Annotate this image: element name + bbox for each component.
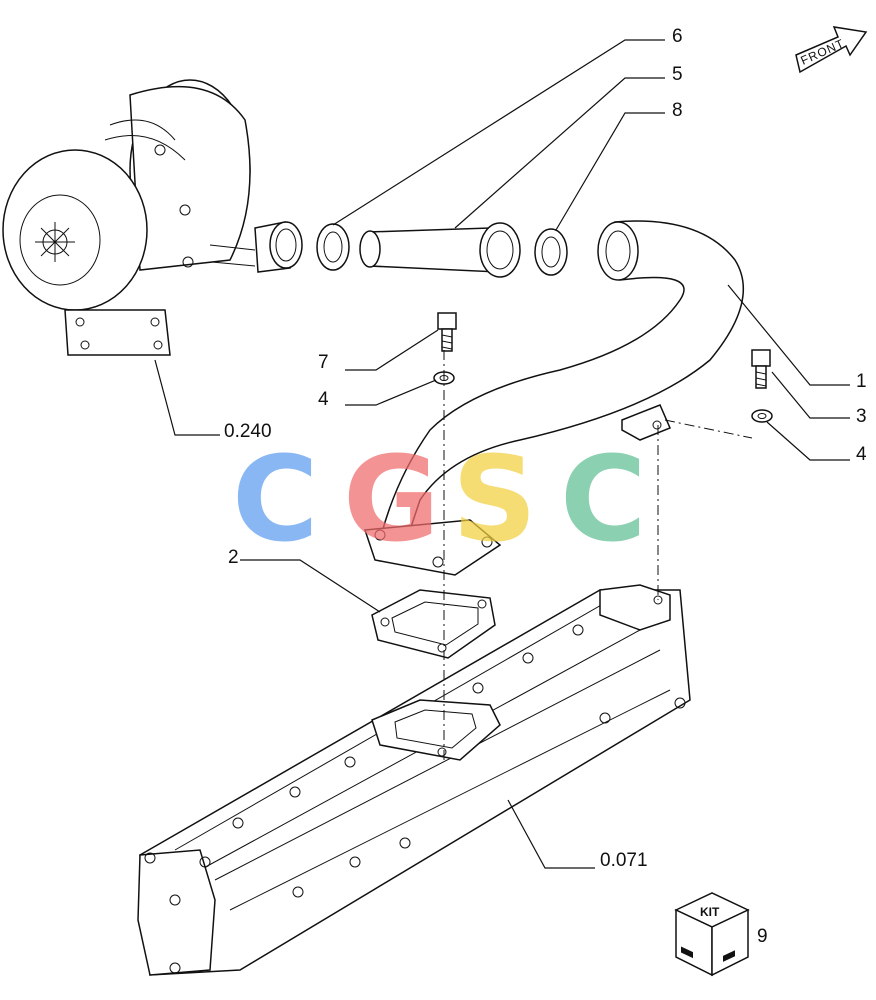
kit-cube-icon: KIT 9 bbox=[674, 892, 768, 977]
callout-2: 2 bbox=[228, 547, 239, 568]
part-4-washer-right bbox=[751, 409, 773, 423]
watermark-letter-1: C bbox=[232, 430, 319, 568]
part-7-bolt bbox=[437, 312, 457, 352]
callout-3: 3 bbox=[856, 406, 867, 427]
callout-4-left: 4 bbox=[318, 389, 329, 410]
kit-label: KIT bbox=[700, 905, 720, 919]
part-3-bolt bbox=[751, 349, 771, 389]
front-arrow-label: FRONT bbox=[799, 36, 847, 68]
part-6-ring bbox=[316, 223, 350, 271]
leader-lines bbox=[154, 39, 850, 869]
turbocharger bbox=[2, 79, 256, 356]
front-arrow: FRONT bbox=[795, 26, 868, 74]
part-1-exhaust-pipe bbox=[363, 220, 745, 576]
turbo-sleeve bbox=[254, 221, 303, 273]
part-2-gasket bbox=[371, 589, 496, 659]
callout-1: 1 bbox=[856, 371, 867, 392]
callout-7: 7 bbox=[318, 352, 329, 373]
watermark-letter-4: C bbox=[560, 430, 647, 568]
callout-ref-manifold: 0.071 bbox=[600, 850, 648, 871]
callout-4-right: 4 bbox=[856, 444, 867, 465]
assembly-lines bbox=[443, 350, 753, 760]
part-5-tapered-pipe bbox=[359, 222, 521, 278]
watermark-letter-3: S bbox=[452, 430, 537, 568]
cgsc-watermark: C G S C bbox=[232, 430, 647, 568]
callout-labels: 6 5 8 1 3 4 7 4 2 0.240 0.071 bbox=[224, 26, 867, 871]
callout-8: 8 bbox=[672, 100, 683, 121]
exhaust-manifold bbox=[137, 584, 691, 976]
callout-ref-turbo: 0.240 bbox=[224, 421, 272, 442]
callout-9: 9 bbox=[757, 926, 768, 947]
part-8-ring bbox=[534, 228, 568, 276]
callout-6: 6 bbox=[672, 26, 683, 47]
callout-5: 5 bbox=[672, 64, 683, 85]
watermark-letter-2: G bbox=[343, 430, 440, 568]
